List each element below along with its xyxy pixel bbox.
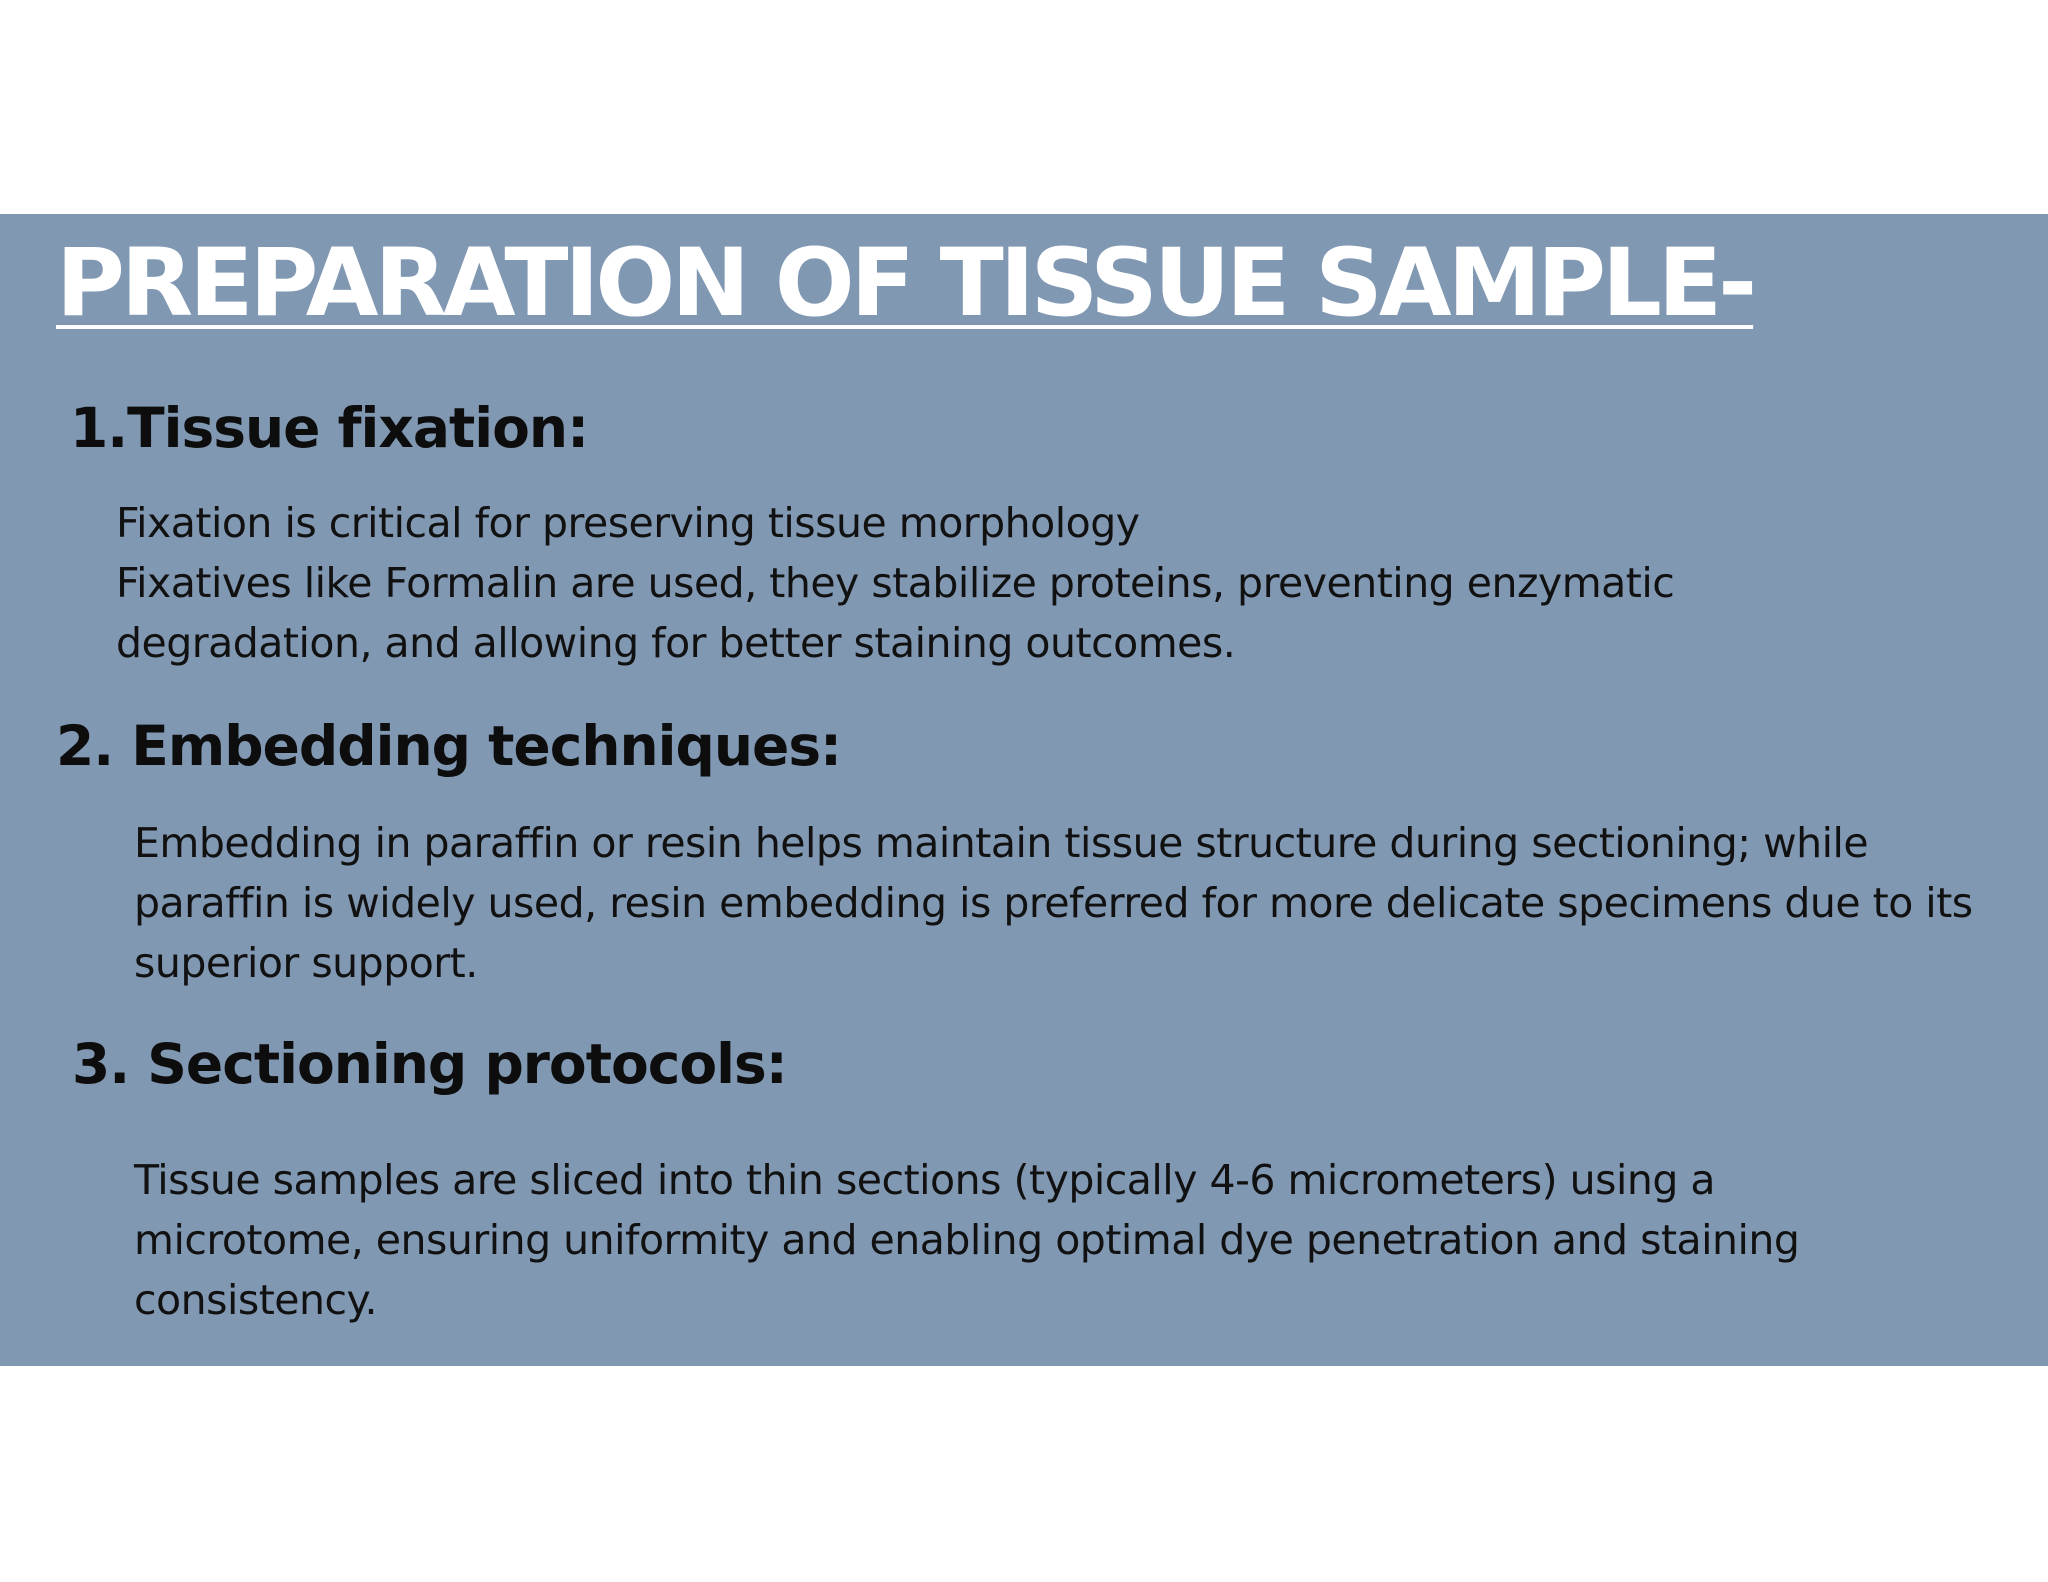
section-heading-sectioning: 3. Sectioning protocols: [72,1032,788,1096]
body-line: Embedding in paraffin or resin helps mai… [134,819,1869,867]
section-heading-fixation: 1.Tissue fixation: [70,396,589,460]
page-title: PREPARATION OF TISSUE SAMPLE- [56,229,1757,338]
section-body-fixation: Fixation is critical for preserving tiss… [116,493,1675,673]
body-line: Fixatives like Formalin are used, they s… [116,559,1675,607]
body-line: superior support. [134,939,478,987]
body-line: paraffin is widely used, resin embedding… [134,879,1973,927]
section-body-sectioning: Tissue samples are sliced into thin sect… [134,1150,1800,1330]
section-heading-embedding: 2. Embedding techniques: [56,714,842,778]
content-band [0,214,2048,1366]
body-line: degradation, and allowing for better sta… [116,619,1236,667]
section-body-embedding: Embedding in paraffin or resin helps mai… [134,813,1973,993]
body-line: Tissue samples are sliced into thin sect… [134,1156,1716,1204]
body-line: Fixation is critical for preserving tiss… [116,499,1140,547]
body-line: consistency. [134,1276,378,1324]
body-line: microtome, ensuring uniformity and enabl… [134,1216,1800,1264]
